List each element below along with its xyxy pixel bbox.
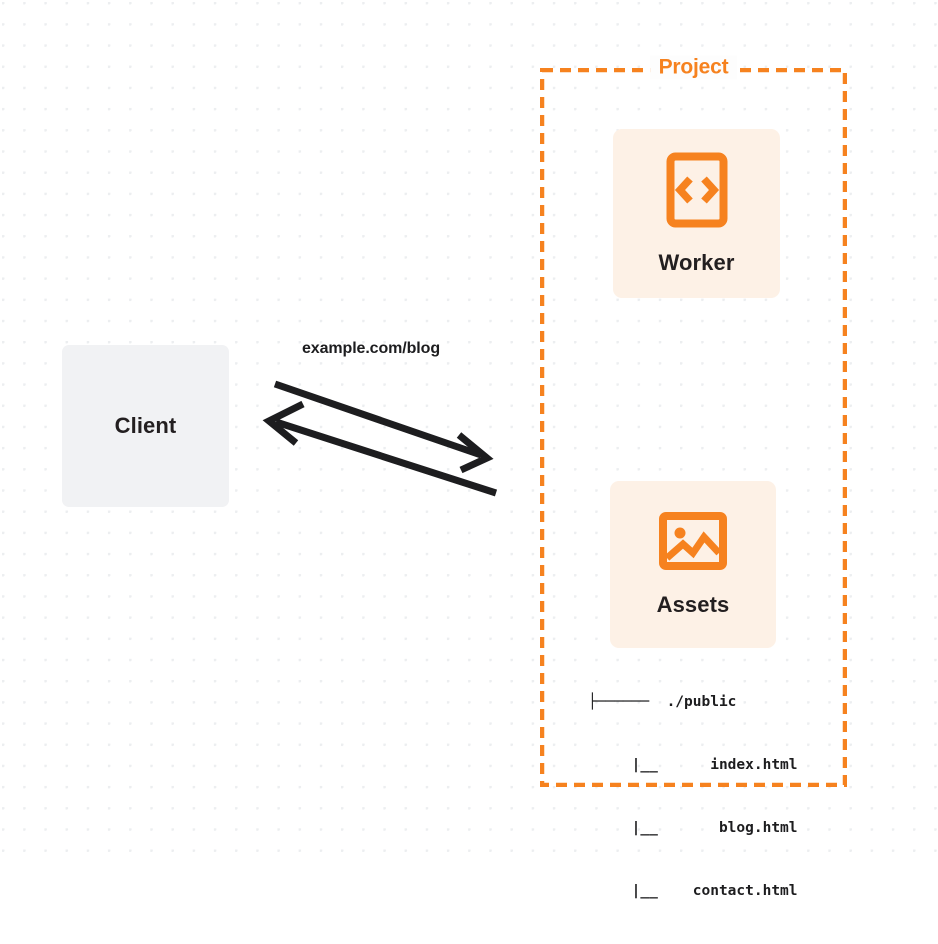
connector-url-label: example.com/blog: [302, 340, 440, 357]
assets-node[interactable]: Assets: [610, 481, 776, 648]
worker-node[interactable]: Worker: [613, 129, 780, 298]
client-label: Client: [114, 413, 177, 438]
assets-file-tree: ├────── ./public |__ index.html |__ blog…: [588, 650, 798, 944]
project-title: Project: [649, 55, 738, 80]
file-tree-line: |__ index.html: [588, 757, 798, 773]
assets-label: Assets: [656, 592, 730, 617]
diagram-canvas: Client example.com/blog Project: [0, 0, 938, 899]
request-arrow: [273, 380, 494, 474]
client-node[interactable]: Client: [62, 345, 229, 507]
code-brackets-icon: [665, 151, 729, 234]
file-tree-line: ├────── ./public: [588, 694, 737, 710]
file-tree-line: |__ contact.html: [588, 883, 798, 899]
image-icon: [658, 511, 728, 576]
file-tree-line: |__ blog.html: [588, 820, 798, 836]
project-container: Project: [540, 55, 847, 787]
response-arrow: [262, 400, 498, 497]
worker-label: Worker: [658, 250, 735, 275]
